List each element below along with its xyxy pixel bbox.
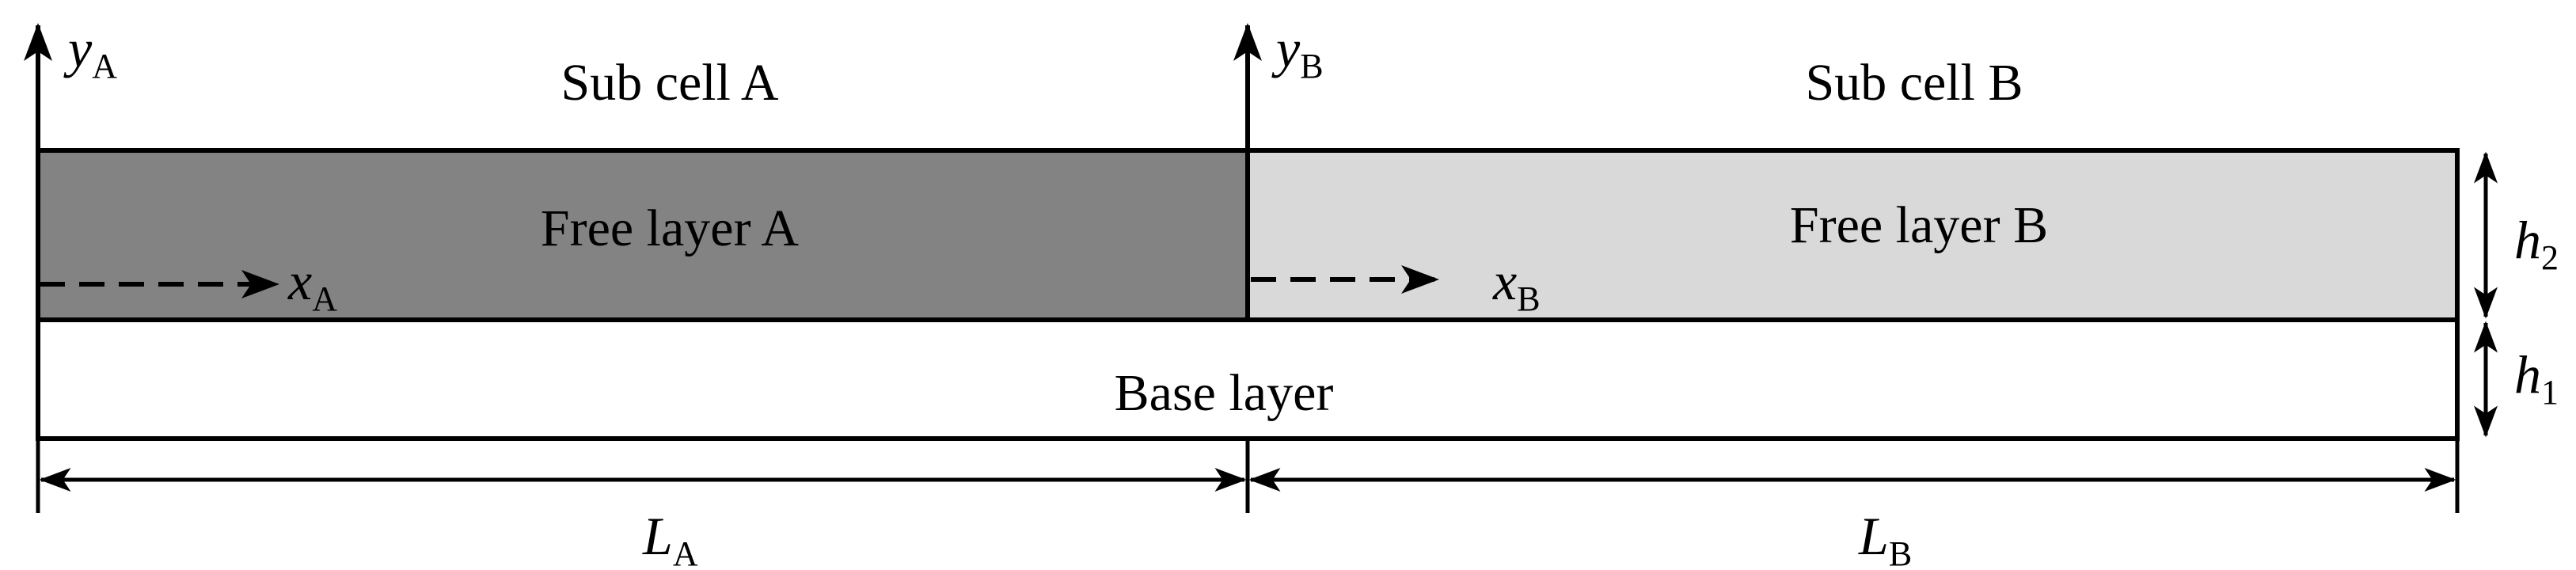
axis-label-ya: yA: [63, 18, 117, 86]
free-layer-a-rect: [36, 148, 1250, 322]
dimension-label-h1: h1: [2514, 344, 2559, 412]
base-layer-rect: [36, 317, 2460, 441]
axis-label-yb: yB: [1271, 18, 1324, 86]
dimension-label-la: LA: [642, 506, 698, 570]
axis-label-xb: xB: [1492, 251, 1541, 318]
dimension-label-h2: h2: [2514, 210, 2559, 277]
free-layer-b-label: Free layer B: [1790, 196, 2048, 254]
base-layer-label: Base layer: [1115, 364, 1334, 422]
subcell-b-title: Sub cell B: [1806, 54, 2023, 112]
free-layer-b-rect: [1245, 148, 2460, 322]
axis-label-xa: xA: [287, 251, 337, 318]
free-layer-a-label: Free layer A: [541, 200, 800, 257]
dimension-label-lb: LB: [1858, 506, 1912, 570]
subcell-a-title: Sub cell A: [561, 54, 779, 112]
